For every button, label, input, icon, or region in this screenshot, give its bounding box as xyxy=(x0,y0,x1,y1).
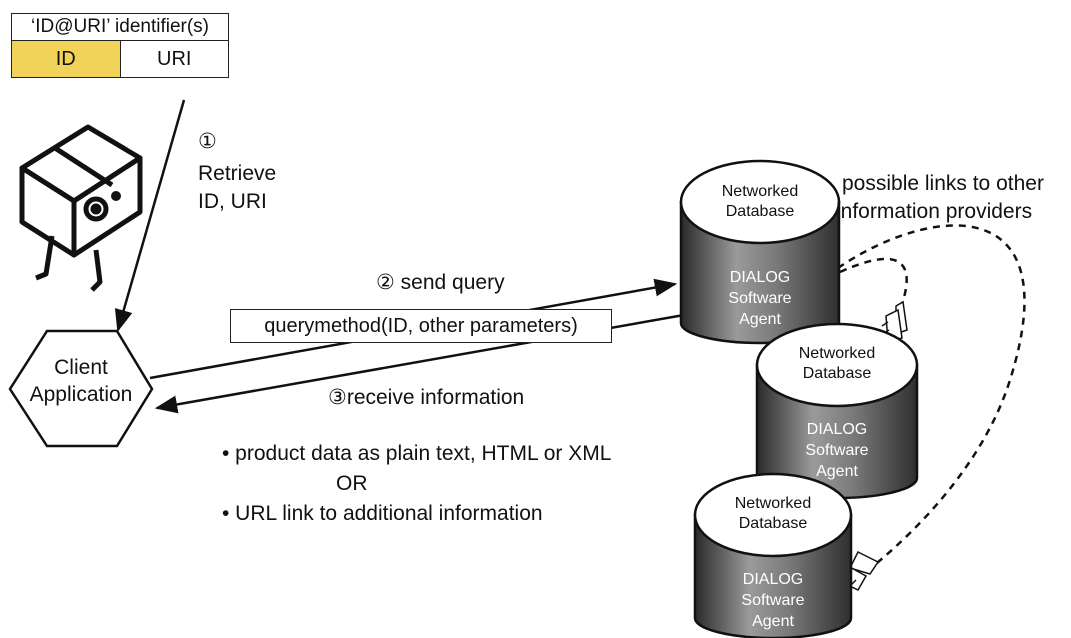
package-icon xyxy=(19,124,143,292)
identifier-table: ‘ID@URI’ identifier(s) ID URI xyxy=(11,13,229,78)
client-label-line2: Application xyxy=(29,383,133,406)
result-bullet-plain-text: • product data as plain text, HTML or XM… xyxy=(222,442,612,465)
step1-id-uri-label: ID, URI xyxy=(198,190,267,213)
database-cylinder xyxy=(679,159,841,345)
send-query-label: ② send query xyxy=(376,271,505,294)
id-cell: ID xyxy=(11,40,121,78)
query-method-box: querymethod(ID, other parameters) xyxy=(230,309,612,343)
client-hexagon xyxy=(8,329,154,448)
database-cylinder xyxy=(693,472,853,638)
provider-link-curves xyxy=(837,224,1026,576)
uri-cell: URI xyxy=(119,40,229,78)
receive-information-label: ③receive information xyxy=(328,386,525,409)
step1-number: ① xyxy=(198,130,217,153)
pointing-hand-icon xyxy=(881,300,908,343)
step1-retrieve-label: Retrieve xyxy=(198,162,277,185)
client-label-line1: Client xyxy=(54,356,108,379)
identifier-table-header: ‘ID@URI’ identifier(s) xyxy=(11,13,229,41)
database-cylinder xyxy=(755,322,919,500)
result-bullet-url-link: • URL link to additional information xyxy=(222,502,543,525)
links-caption-line1: possible links to other xyxy=(842,172,1044,195)
result-or-label: OR xyxy=(336,472,368,495)
links-caption-line2: information providers xyxy=(836,200,1033,223)
retrieve-arrow xyxy=(114,99,186,333)
